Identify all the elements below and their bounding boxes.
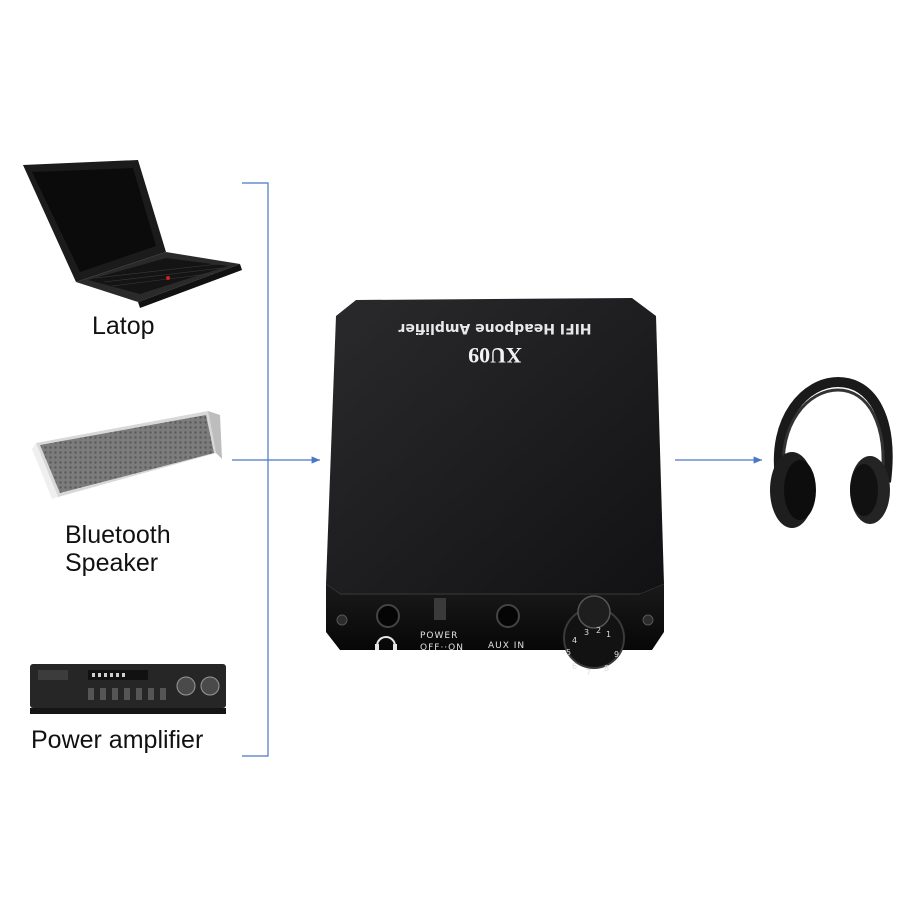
- knob-number: 6: [572, 662, 578, 671]
- knob-number: 7: [586, 668, 592, 677]
- speaker-label-line2: Speaker: [65, 549, 159, 577]
- knob-number: 9: [614, 650, 620, 659]
- device-title: HIFI Headpone Amplifier: [398, 320, 592, 336]
- power-amplifier-image: [30, 664, 226, 714]
- headphones-image: [770, 376, 893, 528]
- headphone-jack-icon: [376, 636, 396, 647]
- bracket-line: [242, 182, 269, 757]
- power-switch-label: OFF··ON: [420, 643, 464, 653]
- knob-number: 1: [606, 630, 612, 639]
- knob-number: 8: [604, 664, 610, 673]
- knob-number: 3: [584, 628, 590, 637]
- speaker-label-line1: Bluetooth: [65, 521, 171, 549]
- aux-in-label: AUX IN: [488, 641, 526, 651]
- power-label: POWER: [420, 631, 459, 641]
- knob-number: 2: [596, 626, 602, 635]
- laptop-image: [23, 160, 242, 308]
- device-model: XU09: [468, 343, 522, 368]
- amplifier-label: Power amplifier: [31, 726, 204, 754]
- headphone-amplifier-device: [326, 298, 664, 669]
- laptop-label: Latop: [92, 312, 155, 340]
- speaker-image: [32, 411, 222, 499]
- knob-number: 5: [566, 648, 572, 657]
- knob-number: 4: [572, 636, 578, 645]
